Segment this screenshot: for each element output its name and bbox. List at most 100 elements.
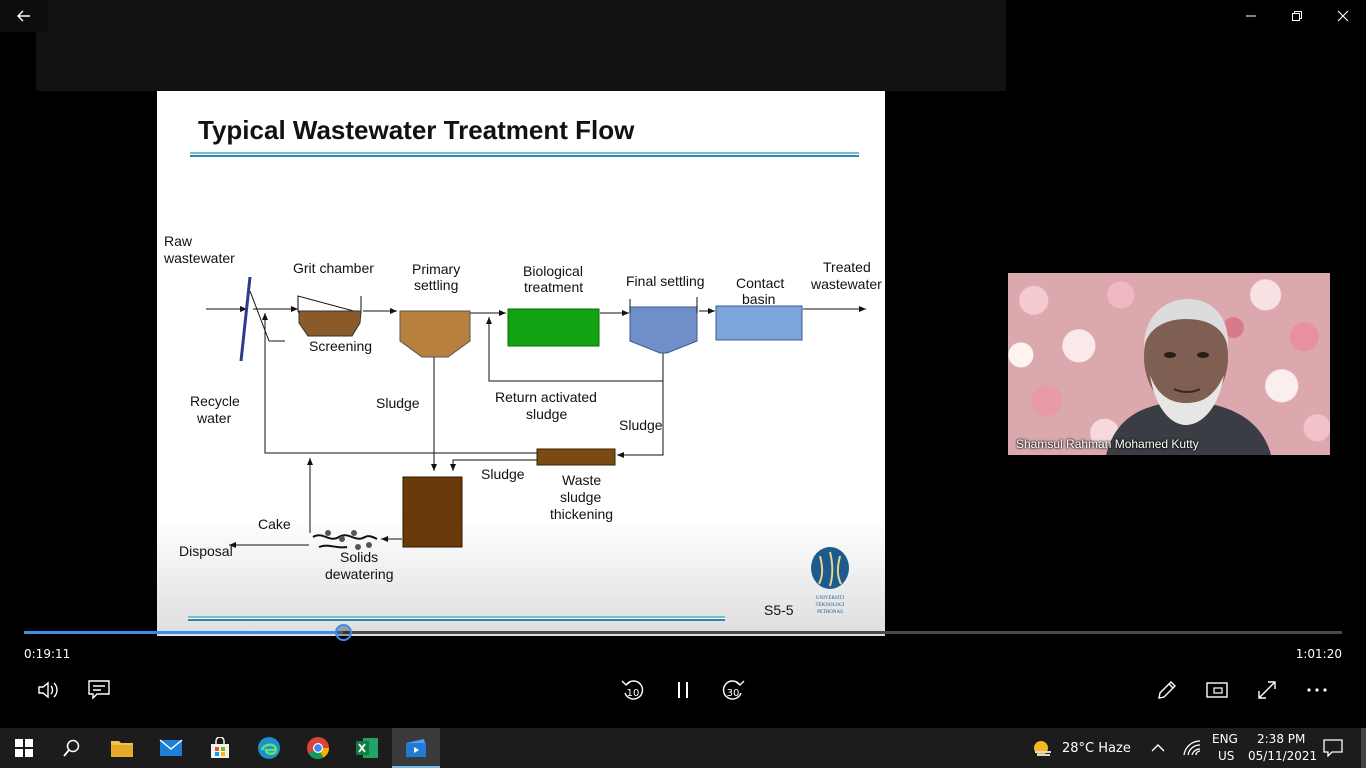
current-time: 0:19:11 [24,647,71,661]
utp-logo: UNIVERSITI TEKNOLOGI PETRONAS [811,547,849,615]
fullscreen-button[interactable] [1250,673,1284,707]
final-settling-shape [629,306,698,354]
excel-button[interactable] [343,728,391,768]
grit-chamber-fill [298,310,362,337]
captions-button[interactable] [82,673,116,707]
label-primary-1: Primary [412,261,460,277]
label-contact-2: basin [742,291,775,307]
thickened-sludge-line [450,459,537,471]
weather-widget[interactable]: 28°C Haze [1032,728,1131,768]
label-waste-2: sludge [560,489,601,505]
speaker-name: Shamsul Rahman Mohamed Kutty [1016,437,1199,451]
label-raw-1: Raw [164,233,193,249]
more-icon [1307,688,1327,692]
language-line-1[interactable]: ENG [1212,732,1238,746]
label-sludge-final: Sludge [619,417,663,433]
contact-basin-shape [715,305,803,341]
clock-date[interactable]: 05/11/2021 [1248,749,1318,763]
folder-icon [111,741,133,757]
back-button[interactable] [0,0,48,32]
network-button[interactable] [1183,728,1201,768]
label-waste-1: Waste [562,472,601,488]
mail-icon [159,739,183,756]
store-button[interactable] [196,728,244,768]
show-hidden-icons-button[interactable] [1151,728,1165,768]
expand-icon [1258,681,1276,699]
label-final: Final settling [626,273,705,289]
label-ras-1: Return activated [495,389,597,405]
minimize-icon [1246,15,1256,17]
bio-treatment-shape [507,308,600,347]
dewatering-shape [312,534,378,549]
pencil-icon [1158,681,1176,699]
mini-view-button[interactable] [1200,673,1234,707]
slide-title: Typical Wastewater Treatment Flow [198,115,635,145]
edit-button[interactable] [1150,673,1184,707]
flow-diagram: Raw wastewater Grit chamber Primary sett… [163,233,882,582]
start-button[interactable] [0,728,48,768]
speaker-video [1106,299,1271,455]
skip-forward-label: 30 [726,688,740,699]
thickening-shape [536,448,616,466]
footer-rule [188,616,725,621]
label-sludge-thickening: Sludge [481,466,525,482]
close-button[interactable] [1320,0,1366,32]
excel-icon [356,738,378,758]
chrome-button[interactable] [294,728,342,768]
label-treated-2: wastewater [810,276,882,292]
pause-button[interactable] [666,673,700,707]
file-explorer-button[interactable] [98,728,146,768]
fast-forward-icon [722,680,745,700]
skip-forward-button[interactable]: 30 [716,673,750,707]
label-cake: Cake [258,516,291,532]
label-solids-2: dewatering [325,566,394,582]
weather-icon [1034,741,1051,756]
notifications-button[interactable] [1323,728,1343,768]
primary-settling-shape [399,310,471,358]
rewind-icon [621,680,644,700]
skip-back-label: 10 [626,688,640,699]
recycle-water-line [262,313,537,454]
label-bio-1: Biological [523,263,583,279]
show-desktop-button[interactable] [1361,728,1366,768]
label-ras-2: sludge [526,406,567,422]
search-button[interactable] [48,728,96,768]
arrow-left-icon [17,10,30,22]
label-contact-1: Contact [736,275,784,291]
final-sludge-line [617,381,664,458]
label-raw-2: wastewater [163,250,235,266]
speaker-webcam: Shamsul Rahman Mohamed Kutty [1008,273,1330,455]
logo-line-3: PETRONAS [817,610,843,615]
volume-button[interactable] [32,673,66,707]
label-disposal: Disposal [179,543,233,559]
label-recycle-2: water [196,410,232,426]
label-treated-1: Treated [823,259,871,275]
total-time: 1:01:20 [1295,647,1342,661]
presentation-slide: Typical Wastewater Treatment Flow [157,91,885,636]
chrome-icon [307,737,329,759]
weather-text: 28°C Haze [1062,740,1131,756]
label-primary-2: settling [414,277,458,293]
edge-button[interactable] [245,728,293,768]
store-icon [211,737,229,758]
clock-time[interactable]: 2:38 PM [1257,732,1306,746]
more-options-button[interactable] [1300,673,1334,707]
label-grit: Grit chamber [293,260,374,276]
movies-tv-button[interactable] [392,728,440,768]
skip-back-button[interactable]: 10 [616,673,650,707]
slide-number: S5-5 [764,602,794,618]
seek-bar[interactable] [24,624,1342,641]
return-sludge-line [486,317,664,382]
screen-diagonal [249,290,270,342]
language-line-2[interactable]: US [1218,749,1235,763]
pause-icon [678,682,688,698]
seek-bar-fill [24,631,343,634]
restore-button[interactable] [1274,0,1320,32]
mail-button[interactable] [147,728,195,768]
minimize-button[interactable] [1228,0,1274,32]
label-recycle-1: Recycle [190,393,240,409]
window-controls [1228,0,1366,32]
label-solids-1: Solids [340,549,378,565]
seek-bar-thumb[interactable] [334,624,352,641]
